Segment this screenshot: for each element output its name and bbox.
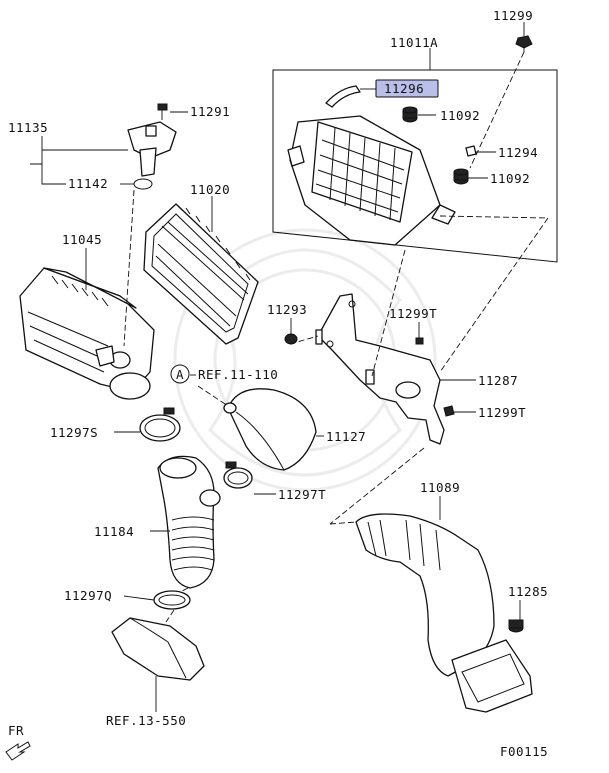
bracket-11287[interactable]: [315, 293, 445, 445]
part-11296-hose[interactable]: [325, 85, 361, 108]
label-11299T-b[interactable]: 11299T: [478, 405, 526, 420]
label-11293[interactable]: 11293: [267, 302, 307, 317]
label-11297T[interactable]: 11297T: [278, 487, 326, 502]
label-ref-11-110[interactable]: REF.11-110: [198, 367, 278, 382]
label-11020[interactable]: 11020: [190, 182, 230, 197]
upper-case-frame: [272, 69, 558, 263]
airflow-sensor-11135[interactable]: [127, 121, 177, 177]
label-11135[interactable]: 11135: [8, 120, 48, 135]
label-11045[interactable]: 11045: [62, 232, 102, 247]
clamp-11297Q[interactable]: [153, 590, 191, 610]
lower-case-11045[interactable]: [19, 267, 155, 400]
upper-case-group: [272, 69, 558, 263]
label-11092-a[interactable]: 11092: [440, 108, 480, 123]
hose-11184[interactable]: [157, 455, 221, 589]
filter-element-11020[interactable]: [143, 203, 259, 345]
upper-case[interactable]: [287, 115, 456, 246]
bolt-11299[interactable]: [515, 35, 533, 52]
label-11296[interactable]: 11296: [384, 81, 424, 96]
label-11297Q[interactable]: 11297Q: [64, 588, 112, 603]
intake-duct-11127[interactable]: [223, 388, 317, 471]
label-11294[interactable]: 11294: [498, 145, 538, 160]
clamp-11297T[interactable]: [223, 461, 253, 489]
leader-lines: [30, 22, 525, 712]
label-11297S[interactable]: 11297S: [50, 425, 98, 440]
resonator-11089[interactable]: [355, 513, 533, 713]
label-11291[interactable]: 11291: [190, 104, 230, 119]
label-ref-13-550[interactable]: REF.13-550: [106, 713, 186, 728]
label-11287[interactable]: 11287: [478, 373, 518, 388]
ref-a-circle: [170, 364, 190, 384]
collar-11294[interactable]: [465, 145, 477, 157]
dashed-connectors: [123, 51, 549, 623]
part-labels: 11299 11011A 11296 11092 11294 11092 112…: [8, 8, 548, 759]
label-11089[interactable]: 11089: [420, 480, 460, 495]
label-11184[interactable]: 11184: [94, 524, 134, 539]
label-11127[interactable]: 11127: [326, 429, 366, 444]
grommet-11285[interactable]: [508, 619, 524, 633]
label-11092-b[interactable]: 11092: [490, 171, 530, 186]
grommet-11092-b[interactable]: [453, 168, 469, 185]
label-11011A[interactable]: 11011A: [390, 35, 438, 50]
ref-a-letter: A: [176, 367, 184, 382]
bolt-11299T-a[interactable]: [415, 337, 424, 345]
figure-code: F00115: [500, 744, 548, 759]
label-fr: FR: [8, 723, 24, 738]
o-ring-11142[interactable]: [133, 178, 153, 190]
ref-13-550-duct[interactable]: [111, 617, 205, 681]
screw-11291[interactable]: [157, 103, 168, 120]
grommet-11092-a[interactable]: [402, 106, 418, 123]
front-arrow-icon: [5, 741, 31, 761]
label-11299T-a[interactable]: 11299T: [389, 306, 437, 321]
bolt-11299T-b[interactable]: [443, 405, 455, 417]
clamp-11297S[interactable]: [139, 407, 181, 442]
highlight-11296: [375, 79, 439, 98]
label-11142[interactable]: 11142: [68, 176, 108, 191]
label-11299[interactable]: 11299: [493, 8, 533, 23]
label-11285[interactable]: 11285: [508, 584, 548, 599]
